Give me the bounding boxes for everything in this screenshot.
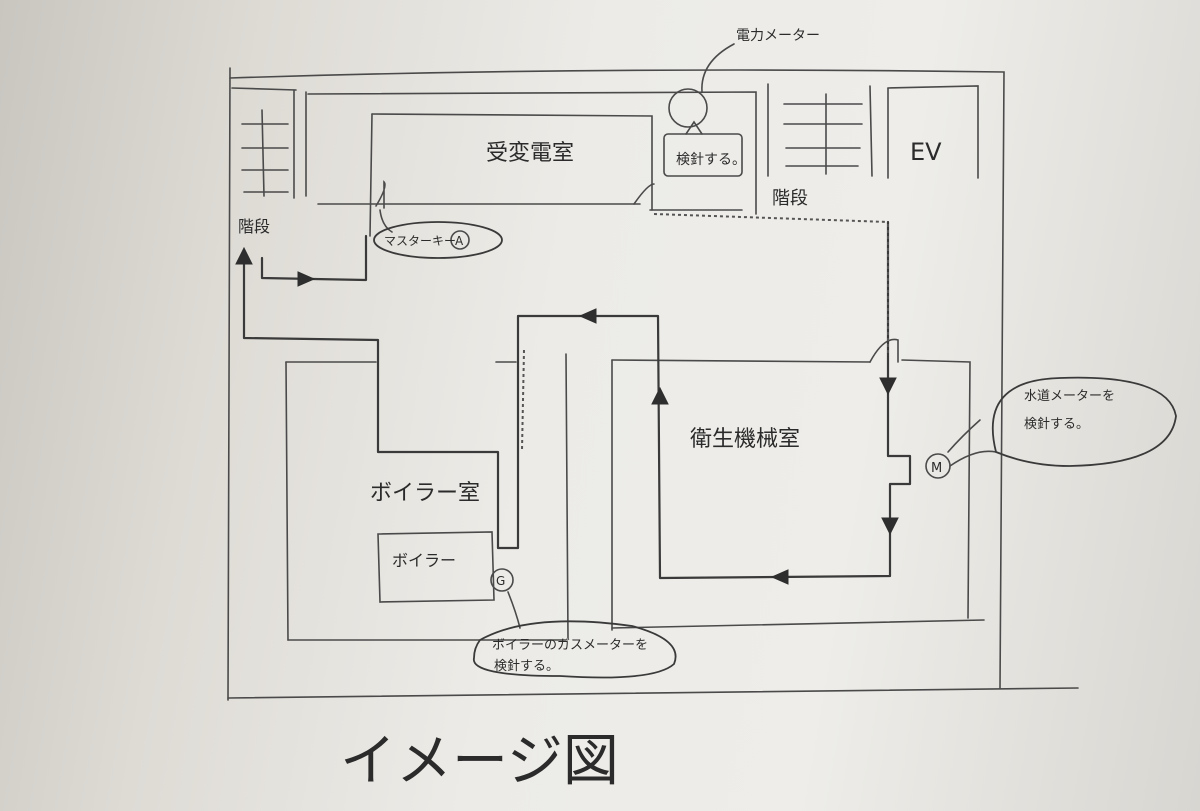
water-meter <box>925 376 1177 479</box>
substation-label: 受変電室 <box>486 141 574 166</box>
gas-check-label-1: ボイラーのガスメーターを <box>492 638 648 653</box>
substation-room <box>307 91 757 237</box>
power-meter <box>663 43 743 177</box>
elevator-label: EV <box>910 138 942 166</box>
diagram-caption: イメージ図 <box>340 729 619 794</box>
master-key-callout <box>373 209 503 259</box>
route-arrows <box>235 246 899 585</box>
left-staircase <box>231 87 307 199</box>
left-stairs-label: 階段 <box>238 217 270 236</box>
boiler-unit <box>377 531 495 603</box>
boiler-room-label: ボイラー室 <box>370 481 480 506</box>
elevator-shaft <box>887 85 979 179</box>
power-check-label: 検針する。 <box>676 152 746 168</box>
gas-meter <box>473 568 677 679</box>
gas-check-label-2: 検針する。 <box>494 659 559 674</box>
sanitary-room-label: 衛生機械室 <box>690 427 800 452</box>
right-stairs-label: 階段 <box>772 188 808 209</box>
water-meter-symbol: M <box>931 461 942 476</box>
gas-meter-symbol: G <box>496 574 505 588</box>
building-outline <box>227 67 1079 701</box>
water-check-label-2: 検針する。 <box>1024 417 1089 432</box>
master-key-label: マスターキー <box>384 234 456 248</box>
right-staircase <box>767 83 873 177</box>
sanitary-room <box>611 338 985 631</box>
power-meter-label: 電力メーター <box>736 28 820 44</box>
inspection-route <box>242 213 912 580</box>
boiler-label: ボイラー <box>392 551 456 570</box>
master-key-symbol: A <box>455 234 464 248</box>
water-check-label-1: 水道メーターを <box>1024 389 1115 404</box>
boiler-room <box>285 353 569 641</box>
